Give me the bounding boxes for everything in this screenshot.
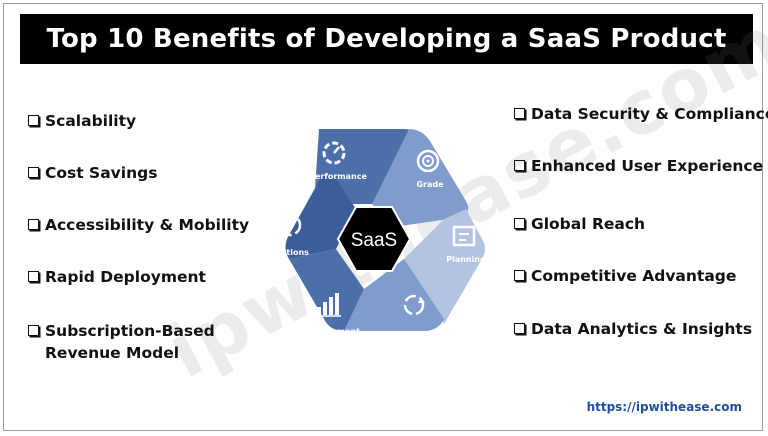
checkbox-icon (28, 219, 39, 230)
list-item: Data Analytics & Insights (514, 318, 752, 340)
refresh-cycle-icon (403, 294, 425, 316)
checkbox-icon (28, 115, 39, 126)
list-item: Rapid Deployment (28, 266, 206, 288)
speedometer-icon (322, 141, 346, 165)
list-item: Scalability (28, 110, 136, 132)
segment-grade (372, 129, 469, 227)
target-icon (416, 149, 440, 173)
checkbox-icon (514, 160, 525, 171)
planning-board-icon (452, 225, 476, 247)
list-item: Accessibility & Mobility (28, 214, 249, 236)
center-label: SaaS (351, 230, 397, 251)
source-url[interactable]: https://ipwithease.com (586, 400, 742, 414)
checkbox-icon (514, 218, 525, 229)
bar-chart-icon (315, 293, 341, 317)
segment-development (289, 249, 364, 331)
list-item: Subscription-Based Revenue Model (28, 320, 235, 364)
segment-label-operations: Operations (259, 248, 309, 257)
list-item: Data Security & Compliance (514, 103, 768, 125)
segment-label-subscription: Subscription (392, 335, 449, 344)
list-item: Global Reach (514, 213, 645, 235)
segment-label-development: Development (300, 327, 360, 336)
segment-label-grade: Grade (416, 180, 444, 189)
list-item: Competitive Advantage (514, 265, 736, 287)
list-item: Enhanced User Experience (514, 155, 763, 177)
saas-hexagon-diagram: SaaS (259, 129, 486, 344)
page-title: Top 10 Benefits of Developing a SaaS Pro… (20, 14, 753, 64)
segment-label-performance: Performance (309, 172, 367, 181)
segment-label-planning: Planning (446, 255, 486, 264)
segment-planning (404, 209, 485, 324)
checkbox-icon (514, 108, 525, 119)
infographic-frame: Top 10 Benefits of Developing a SaaS Pro… (3, 0, 768, 431)
checkbox-icon (28, 167, 39, 178)
checkbox-icon (28, 271, 39, 282)
checkbox-icon (514, 270, 525, 281)
gear-cycle-icon (278, 213, 302, 237)
center-hexagon (336, 206, 412, 272)
list-item: Cost Savings (28, 162, 157, 184)
checkbox-icon (514, 323, 525, 334)
checkbox-icon (28, 325, 39, 336)
